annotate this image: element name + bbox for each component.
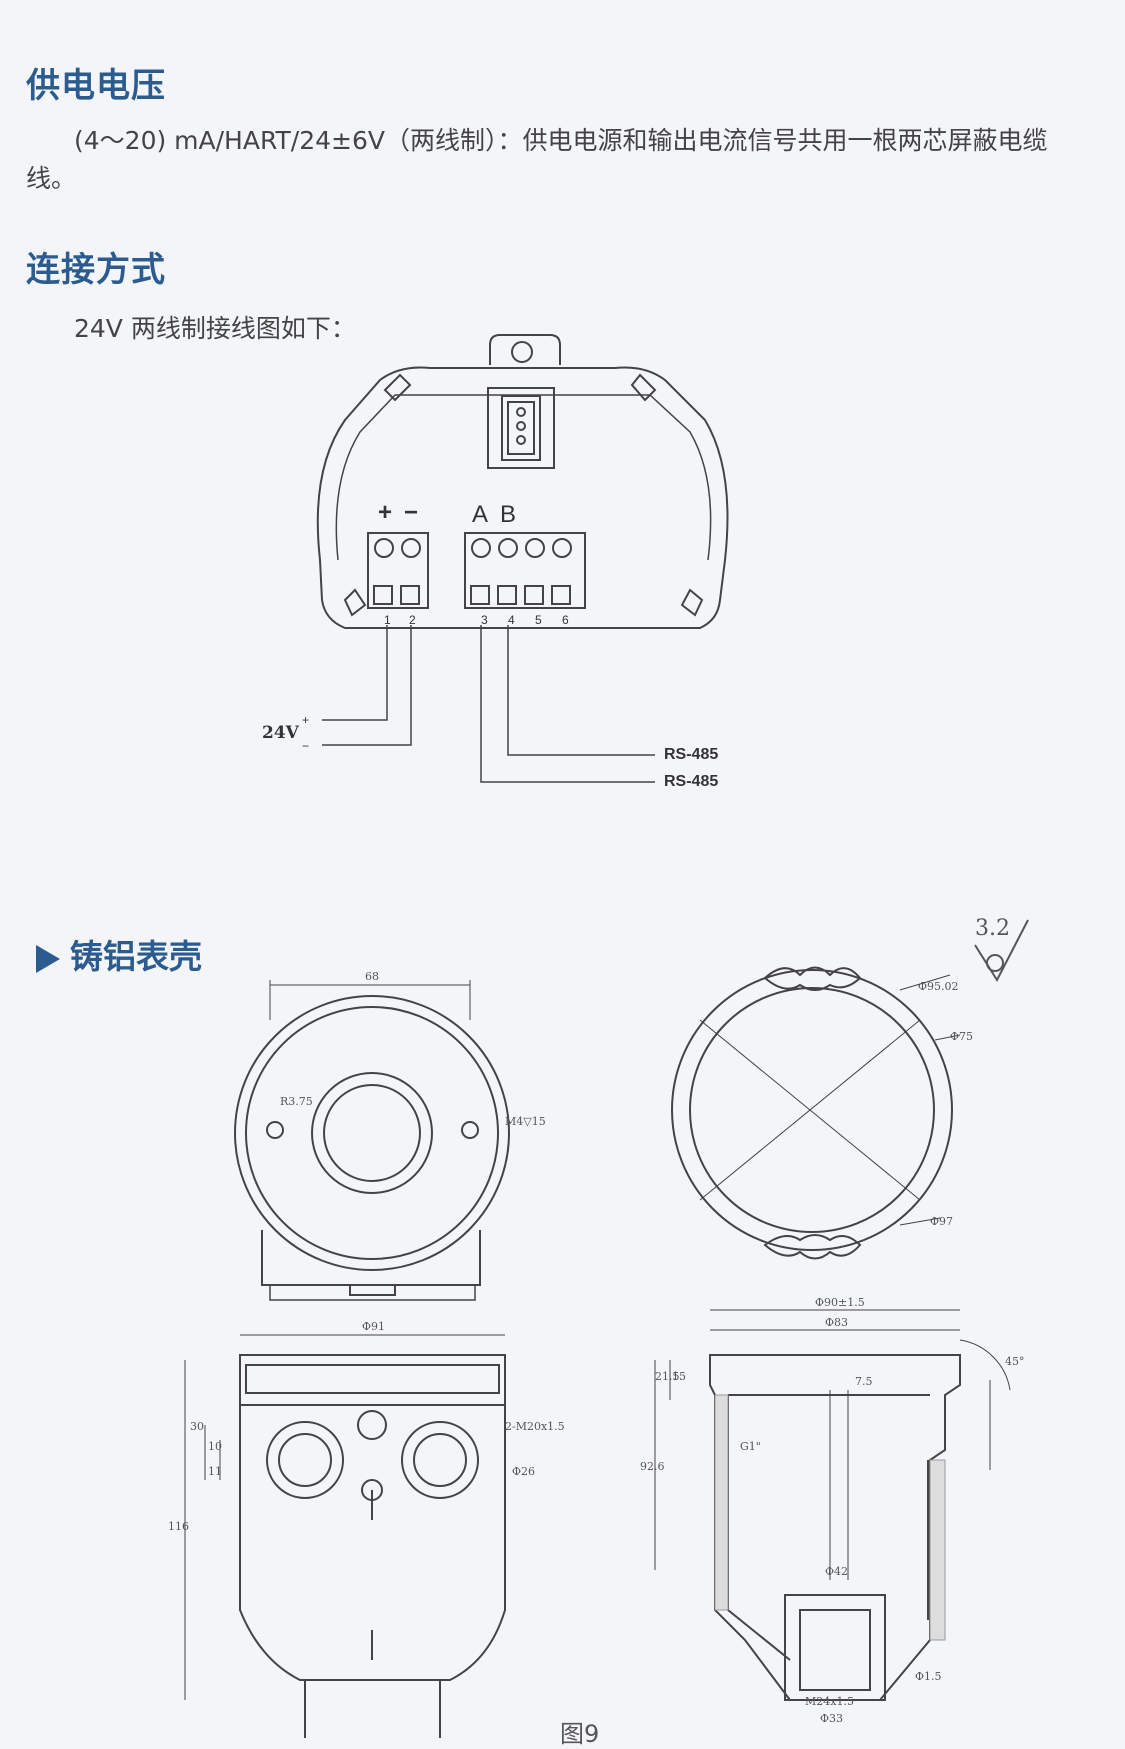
supply-minus-label: −: [302, 739, 309, 753]
terminal-1-label: 1: [384, 613, 391, 627]
dim-68: 68: [365, 970, 379, 983]
dim-g1: G1": [740, 1440, 761, 1453]
dim-m4: M4▽15: [505, 1115, 546, 1128]
connection-text: 24V 两线制接线图如下：: [74, 314, 356, 343]
housing-title: 铸铝表壳: [36, 930, 202, 978]
dim-11: 11: [208, 1465, 222, 1478]
rs485-label-1: RS-485: [664, 746, 718, 763]
dim-m24: M24x1.5: [805, 1695, 854, 1708]
dim-r375: R3.75: [280, 1095, 313, 1108]
dim-d42: Φ42: [825, 1565, 848, 1578]
supply-plus-label: +: [302, 713, 309, 727]
dim-d75: Φ75: [950, 1030, 973, 1043]
dim-92-6: 92.6: [640, 1460, 665, 1473]
dim-d83: Φ83: [825, 1316, 848, 1329]
roughness-symbol: [974, 919, 1029, 983]
dim-45deg: 45°: [1005, 1355, 1025, 1368]
terminal-2-label: 2: [409, 613, 416, 627]
terminal-5-label: 5: [535, 613, 542, 627]
side-view: [184, 1334, 506, 1738]
terminal-a-label: A: [472, 501, 488, 528]
dim-d1-5: Φ1.5: [915, 1670, 942, 1683]
terminal-3-label: 3: [481, 613, 488, 627]
dim-10: 10: [208, 1440, 222, 1453]
power-supply-text: (4～20) mA/HART/24±6V（两线制）：供电电源和输出电流信号共用一…: [26, 126, 1048, 193]
housing-title-text: 铸铝表壳: [70, 937, 202, 976]
terminal-minus-label: −: [404, 499, 418, 526]
dim-m20: 2-M20x1.5: [505, 1420, 565, 1433]
dim-d33: Φ33: [820, 1712, 843, 1725]
dim-116: 116: [168, 1520, 189, 1533]
terminal-b-label: B: [500, 501, 516, 528]
front-view: [234, 980, 510, 1301]
roughness-value: 3.2: [975, 916, 1010, 941]
triangle-bullet-icon: [36, 944, 60, 973]
terminal-plus-label: +: [378, 499, 392, 526]
dim-15: 15: [672, 1370, 686, 1383]
dim-d26: Φ26: [512, 1465, 535, 1478]
supply-voltage-label: 24V: [262, 723, 300, 743]
dim-30: 30: [190, 1420, 204, 1433]
terminal-6-label: 6: [562, 613, 569, 627]
dim-75b: 7.5: [855, 1375, 873, 1388]
dim-21-5: 21.5: [655, 1370, 680, 1383]
rs485-label-2: RS-485: [664, 773, 718, 790]
figure-caption: 图9: [560, 1720, 600, 1748]
section-view: [654, 1309, 1011, 1701]
dim-d95: Φ95.02: [918, 980, 959, 993]
dim-d91: Φ91: [362, 1320, 385, 1333]
top-view: [671, 966, 961, 1260]
dim-d90: Φ90±1.5: [815, 1296, 865, 1309]
terminal-4-label: 4: [508, 613, 515, 627]
section-title-connection: 连接方式: [26, 250, 166, 290]
section-title-power-supply: 供电电压: [26, 66, 166, 106]
dim-d97: Φ97: [930, 1215, 953, 1228]
